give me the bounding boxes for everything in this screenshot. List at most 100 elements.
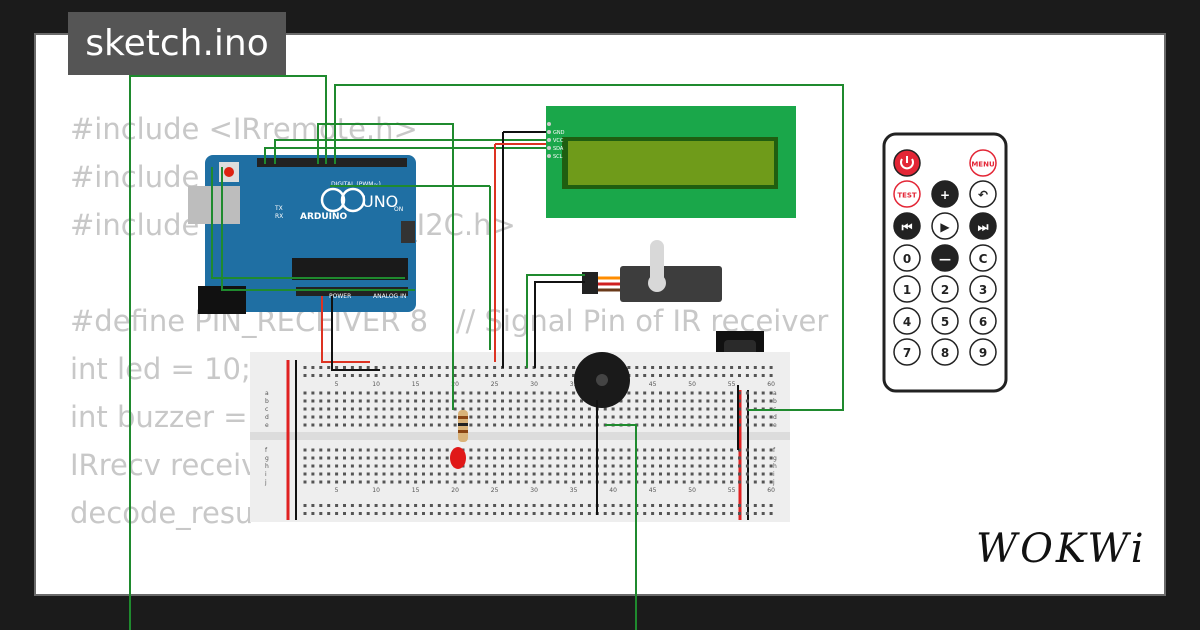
wire-green-sda — [274, 139, 546, 164]
remote-button-label: 6 — [979, 315, 987, 329]
wire-green-1 — [129, 75, 327, 630]
led-body — [450, 447, 466, 469]
code-line: LiquidCrystal_I2C lcd(0x27,16,2) — [70, 585, 828, 594]
row-letter: e — [265, 422, 269, 429]
breadboard-divider — [250, 432, 790, 440]
remote-button[interactable]: — — [931, 244, 959, 272]
remote-button[interactable]: MENU — [969, 149, 997, 177]
reset-button-cap — [224, 167, 234, 177]
remote-button[interactable]: ⏭ — [969, 212, 997, 240]
column-number: 20 — [451, 381, 459, 388]
remote-button-label: — — [939, 252, 951, 266]
column-number: 35 — [570, 381, 578, 388]
wire-red-5v — [321, 296, 370, 363]
remote-button[interactable]: 2 — [931, 275, 959, 303]
remote-button[interactable]: 6 — [969, 307, 997, 335]
icsp-header — [401, 221, 415, 243]
remote-button[interactable]: 8 — [931, 338, 959, 366]
remote-button[interactable]: 0 — [893, 244, 921, 272]
column-number: 50 — [688, 381, 696, 388]
row-letter: h — [773, 463, 777, 470]
remote-button-label: + — [940, 188, 950, 202]
column-number: 5 — [335, 487, 339, 494]
column-number: 40 — [609, 487, 617, 494]
row-letter: b — [773, 398, 777, 405]
column-number: 30 — [530, 487, 538, 494]
remote-button-label: 0 — [903, 252, 911, 266]
lcd-screen — [568, 141, 774, 185]
column-number: 60 — [767, 381, 775, 388]
column-number: 10 — [372, 487, 380, 494]
remote-button[interactable]: 3 — [969, 275, 997, 303]
remote-button-label: C — [979, 252, 988, 266]
project-title[interactable]: sketch.ino — [68, 12, 286, 75]
remote-button[interactable]: TEST — [893, 180, 921, 208]
remote-button[interactable]: ⏮ — [893, 212, 921, 240]
lcd-pin-label: GND — [553, 130, 565, 136]
column-number: 30 — [530, 381, 538, 388]
arduino-logo-icon — [320, 187, 346, 213]
remote-button-label: 9 — [979, 346, 987, 360]
wokwi-logo: WOKWi — [976, 526, 1147, 572]
rx-label: RX — [275, 213, 283, 220]
remote-button-label: TEST — [897, 191, 917, 199]
column-number: 20 — [451, 487, 459, 494]
column-number: 15 — [412, 381, 420, 388]
code-line: int led = 10; — [70, 352, 251, 386]
remote-button[interactable]: 9 — [969, 338, 997, 366]
wire-green-buzzer — [605, 424, 637, 630]
remote-button[interactable]: 1 — [893, 275, 921, 303]
servo-connector — [582, 272, 598, 294]
remote-button[interactable]: ↶ — [969, 180, 997, 208]
ir-remote[interactable]: MENU TEST + ↶ ⏮ ▶ ⏭ 0 — C 1 2 3 4 5 6 7 8 9 — [882, 132, 1008, 393]
remote-button[interactable]: 5 — [931, 307, 959, 335]
code-line: decode_resu — [70, 496, 254, 530]
remote-button-label: 5 — [941, 315, 949, 329]
analog-header — [296, 287, 408, 296]
remote-button[interactable]: 7 — [893, 338, 921, 366]
column-number: 10 — [372, 381, 380, 388]
on-label: ON — [394, 206, 403, 213]
column-number: 50 — [688, 487, 696, 494]
red-led[interactable] — [450, 447, 466, 469]
wire-red-lcd — [494, 143, 546, 362]
remote-button-label: 1 — [903, 283, 911, 297]
remote-button-label: ▶ — [940, 220, 950, 234]
servo-body — [620, 266, 722, 302]
usb-connector — [188, 186, 240, 224]
remote-button[interactable]: C — [969, 244, 997, 272]
row-letter: j — [264, 479, 267, 486]
arduino-model: UNO — [362, 192, 398, 211]
digital-label: DIGITAL (PWM~) — [331, 181, 381, 188]
remote-button[interactable]: + — [931, 180, 959, 208]
row-letter: i — [773, 471, 775, 478]
buzzer-hole — [596, 374, 608, 386]
remote-button-label: 8 — [941, 346, 949, 360]
wire-green-3 — [317, 123, 454, 410]
servo-motor[interactable] — [582, 240, 722, 302]
remote-button-grid: MENU TEST + ↶ ⏮ ▶ ⏭ 0 — C 1 2 3 4 5 6 7 8 9 — [893, 149, 997, 366]
remote-button[interactable]: 4 — [893, 307, 921, 335]
remote-button[interactable] — [893, 149, 921, 177]
row-letter: h — [265, 463, 269, 470]
lcd-pin-label: SDA — [553, 146, 564, 152]
piezo-buzzer[interactable] — [574, 352, 630, 408]
breadboard[interactable]: 5510101515202025253030353540404545505055… — [250, 352, 790, 522]
wire-green-servo — [526, 274, 585, 368]
column-number: 25 — [491, 381, 499, 388]
remote-button[interactable]: ▶ — [931, 212, 959, 240]
lcd-pin — [547, 138, 551, 142]
wire-black-gnd — [331, 296, 380, 371]
wires — [129, 75, 844, 630]
resistor[interactable] — [458, 410, 468, 442]
row-letter: c — [265, 406, 268, 413]
code-line: IRrecv receiv — [70, 448, 259, 482]
lcd-pin — [547, 146, 551, 150]
lcd-pin — [547, 154, 551, 158]
arduino-uno-board[interactable]: UNO ARDUINO DIGITAL (PWM~) POWER ANALOG … — [188, 155, 416, 314]
row-letter: a — [773, 390, 777, 397]
column-number: 15 — [412, 487, 420, 494]
remote-button-label: 3 — [979, 283, 987, 297]
